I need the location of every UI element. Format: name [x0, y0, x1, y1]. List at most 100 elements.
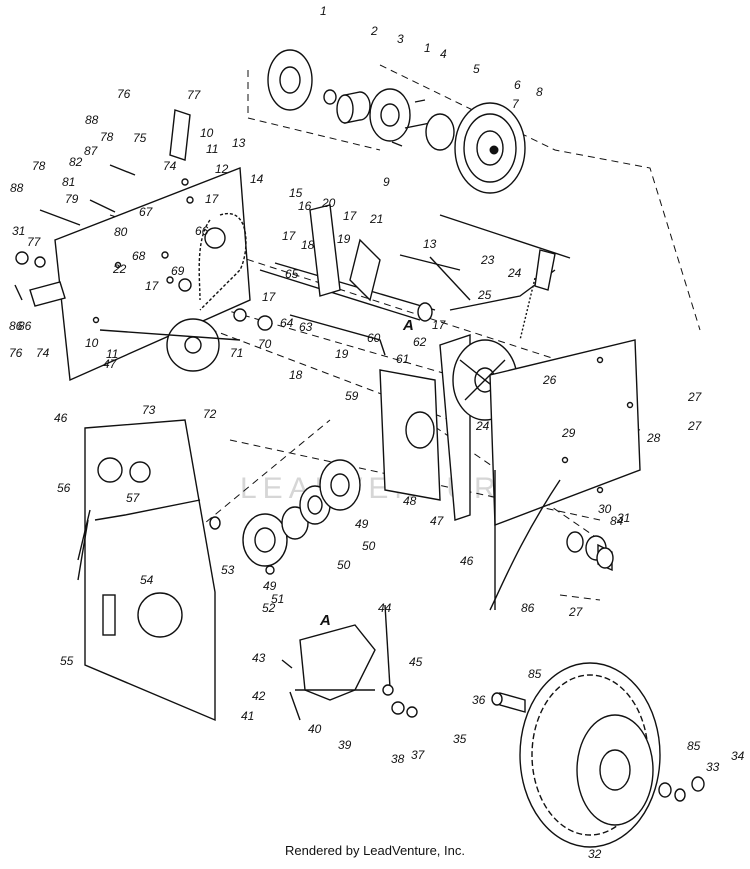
callout-label: 48	[403, 494, 417, 508]
bearing-stack	[242, 459, 361, 575]
callout-label: 38	[391, 752, 405, 766]
callout-label: 4	[440, 47, 447, 61]
callout-label: 10	[200, 126, 214, 140]
callout-label: 9	[383, 175, 390, 189]
callout-label: 49	[263, 579, 277, 593]
callout-label: 32	[588, 847, 602, 861]
callout-label: 54	[140, 573, 154, 587]
callout-label: 28	[646, 431, 661, 445]
right-frame-plate	[489, 339, 641, 611]
callout-label: 17	[262, 290, 277, 304]
callout-label: 68	[132, 249, 146, 263]
callout-label: 17	[343, 209, 358, 223]
callout-label: 79	[65, 192, 79, 206]
callout-label: 31	[617, 511, 630, 525]
callout-label: 23	[480, 253, 495, 267]
chain-drive	[166, 212, 273, 372]
callout-label: 56	[57, 481, 71, 495]
callout-labels: 1 2 3 1 4 5 6 7 8 9 10 11 12 13 14 15 16…	[9, 4, 745, 861]
callout-label: 27	[687, 419, 703, 433]
top-pulley-assembly	[267, 49, 526, 194]
callout-label: 87	[84, 144, 99, 158]
callout-label: 61	[396, 352, 409, 366]
callout-label: 15	[289, 186, 303, 200]
callout-label: 46	[54, 411, 68, 425]
callout-label: 13	[423, 237, 437, 251]
callout-label: 1	[320, 4, 327, 18]
callout-label: 24	[475, 419, 490, 433]
callout-label: 57	[126, 491, 141, 505]
callout-label: 14	[250, 172, 264, 186]
front-panel	[77, 419, 221, 722]
shaft-linkage	[99, 204, 461, 356]
callout-label: 76	[9, 346, 23, 360]
callout-label: 88	[85, 113, 99, 127]
callout-label: 41	[241, 709, 254, 723]
callout-label: 30	[598, 502, 612, 516]
callout-label: 26	[542, 373, 557, 387]
rod-assembly	[429, 214, 571, 341]
callout-label: 25	[477, 288, 492, 302]
callout-label: 53	[221, 563, 235, 577]
callout-label: 35	[453, 732, 467, 746]
callout-label: 16	[298, 199, 312, 213]
callout-label: 11	[206, 142, 218, 156]
callout-label: 64	[280, 316, 294, 330]
callout-label: 63	[299, 320, 313, 334]
callout-label: 86	[9, 319, 23, 333]
callout-label: 62	[413, 335, 427, 349]
callout-label: 73	[142, 403, 156, 417]
callout-label: 17	[432, 318, 447, 332]
callout-label: 3	[397, 32, 404, 46]
callout-label: 18	[301, 238, 315, 252]
callout-label: 69	[171, 264, 185, 278]
callout-label: 81	[62, 175, 75, 189]
callout-label: 44	[378, 601, 392, 615]
callout-label: A	[402, 317, 414, 334]
callout-label: 37	[411, 748, 426, 762]
callout-label: 36	[472, 693, 486, 707]
callout-label: 17	[282, 229, 297, 243]
watermark-text: LEADVENTURE	[240, 472, 528, 505]
callout-label: 72	[203, 407, 217, 421]
callout-label: 33	[706, 760, 720, 774]
control-bracket	[281, 604, 418, 721]
callout-label: 85	[687, 739, 701, 753]
axle-bushings	[566, 531, 614, 572]
callout-label: 40	[308, 722, 322, 736]
callout-label: 50	[362, 539, 376, 553]
callout-label: 8	[536, 85, 543, 99]
callout-label: 74	[163, 159, 177, 173]
left-frame-plate	[54, 167, 251, 382]
callout-label: 34	[731, 749, 745, 763]
callout-label: 76	[117, 87, 131, 101]
wheel-assembly	[491, 662, 705, 848]
callout-label: 5	[473, 62, 480, 76]
callout-label: 13	[232, 136, 246, 150]
callout-label: 78	[100, 130, 114, 144]
callout-label: 47	[103, 357, 118, 371]
callout-label: 19	[335, 347, 349, 361]
callout-label: 86	[18, 319, 32, 333]
callout-label: 22	[112, 262, 127, 276]
callout-label: 86	[521, 601, 535, 615]
callout-label: 85	[528, 667, 542, 681]
callout-label: 50	[337, 558, 351, 572]
callout-label: 6	[514, 78, 521, 92]
callout-label: 71	[230, 346, 243, 360]
callout-label: 17	[205, 192, 220, 206]
callout-label: 60	[367, 331, 381, 345]
callout-label: A	[319, 612, 331, 629]
callout-label: 19	[337, 232, 351, 246]
callout-label: 43	[252, 651, 266, 665]
callout-label: 52	[262, 601, 276, 615]
callout-label: 2	[370, 24, 378, 38]
left-small-parts	[14, 109, 191, 307]
callout-label: 21	[369, 212, 383, 226]
callout-label: 46	[460, 554, 474, 568]
callout-label: 47	[430, 514, 445, 528]
callout-label: 77	[27, 235, 42, 249]
callout-label: 18	[289, 368, 303, 382]
